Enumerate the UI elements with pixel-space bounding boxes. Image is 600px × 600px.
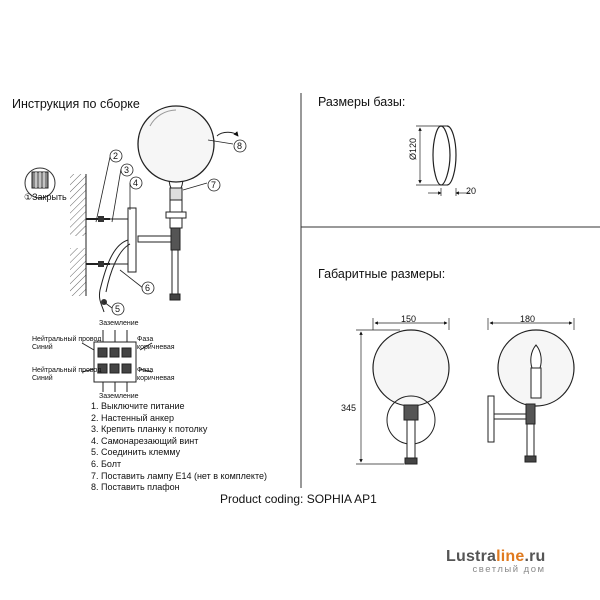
terminal-block-icon — [24, 167, 56, 199]
lamp-assembly — [137, 105, 215, 229]
front-view-drawing — [372, 329, 450, 465]
phase-label-1: Фаза коричневая — [137, 336, 175, 351]
step-item: 5. Соединить клемму — [91, 447, 181, 458]
ground-label-top: Заземление — [99, 320, 139, 327]
step-item: 7. Поставить лампу E14 (нет в комплекте) — [91, 470, 267, 481]
step-item: 6. Болт — [91, 458, 122, 469]
callout-4: 4 — [133, 178, 139, 188]
base-dimension-lines — [416, 125, 470, 196]
fixture-arm — [137, 227, 181, 301]
assembly-title: Инструкция по сборке — [12, 97, 140, 111]
close-label: ①Закрыть — [24, 192, 67, 202]
wire-bundle — [99, 239, 129, 313]
product-coding: Product coding: SOPHIA AP1 — [220, 492, 377, 506]
overall-dims-title: Габаритные размеры: — [318, 267, 446, 281]
brand-tagline: светлый дом — [472, 564, 546, 575]
neutral-label-2: Нейтральный провод Синий — [32, 367, 102, 382]
step-item: 2. Настенный анкер — [91, 412, 174, 423]
base-disc-drawing — [432, 125, 457, 186]
callout-8: 8 — [237, 141, 243, 151]
mounting-plate — [127, 207, 137, 273]
neutral-label-1: Нейтральный провод Синий — [32, 336, 102, 351]
side-dimension-lines — [487, 318, 575, 330]
callout-5: 5 — [115, 304, 121, 314]
brand-logo: Lustraline.ru светлый дом — [446, 548, 546, 575]
callout-7: 7 — [211, 180, 217, 190]
step-item: 3. Крепить планку к потолку — [91, 424, 208, 435]
side-view-drawing — [487, 329, 575, 463]
side-width-label: 180 — [520, 314, 536, 324]
callout-6: 6 — [145, 283, 151, 293]
base-diameter-label: Ø120 — [408, 137, 418, 160]
height-label: 345 — [341, 403, 357, 413]
rotate-arrow-icon — [216, 131, 239, 137]
step-item: 1. Выключите питание — [91, 401, 185, 411]
front-width-label: 150 — [401, 314, 417, 324]
callout-3: 3 — [124, 165, 130, 175]
front-dimension-lines — [356, 318, 450, 465]
callout-circles — [109, 139, 247, 316]
step-item: 8. Поставить плафон — [91, 482, 180, 493]
base-dims-title: Размеры базы: — [318, 95, 406, 109]
callout-2: 2 — [113, 151, 119, 161]
steps-list: 1. Выключите питание 2. Настенный анкер … — [91, 401, 267, 494]
wall-anchors — [86, 216, 110, 267]
terminal-schematic — [81, 330, 153, 392]
base-depth-label: 20 — [466, 186, 477, 196]
wall-hatch — [70, 174, 87, 296]
ground-label-bottom: Заземление — [99, 393, 139, 400]
step-item: 4. Самонарезающий винт — [91, 435, 199, 446]
phase-label-2: Фаза коричневая — [137, 367, 175, 382]
callout-leaders — [95, 139, 234, 309]
